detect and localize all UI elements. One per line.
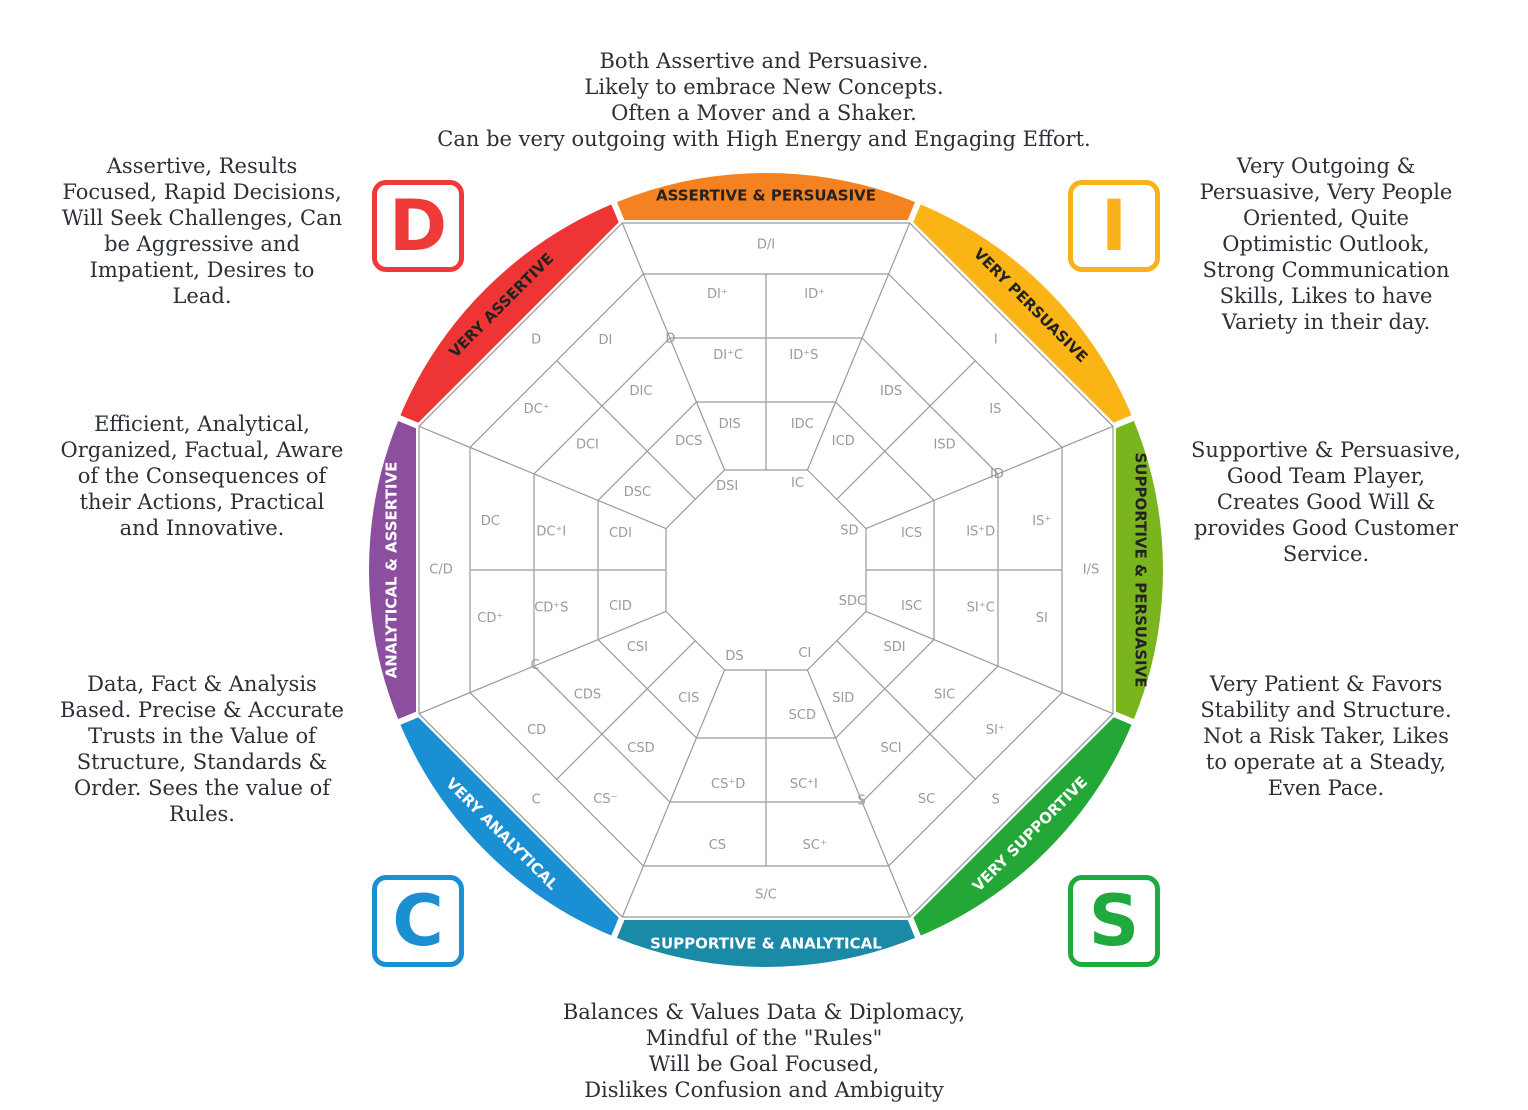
lower-right-description: Very Patient & Favors Stability and Stru…: [1200, 672, 1452, 800]
mid-spoke-line: [836, 360, 976, 500]
band-label: ASSERTIVE & PERSUASIVE: [656, 187, 876, 205]
cell-label: ID: [990, 467, 1004, 482]
cell-label: DCS: [675, 434, 702, 449]
cell-label: DSC: [624, 485, 651, 500]
cell-label: SCI: [880, 741, 901, 756]
cell-label-outer: S/C: [755, 888, 777, 903]
cell-label: IDC: [791, 417, 814, 432]
cell-label: IS⁺: [1032, 514, 1051, 529]
mid-left-description: Efficient, Analytical, Organized, Factua…: [60, 412, 344, 540]
cell-label: SC⁺I: [790, 777, 818, 792]
cell-label: DI⁺: [707, 287, 728, 302]
band-segment: [392, 196, 626, 430]
cell-label: DIS: [719, 417, 741, 432]
cell-label-outer: D: [531, 333, 541, 348]
spoke-line: [621, 222, 726, 471]
cell-label: ID⁺: [804, 287, 825, 302]
top-right-description: Very Outgoing & Persuasive, Very People …: [1199, 154, 1453, 334]
cell-label: CD⁺: [477, 611, 503, 626]
cell-label: DC⁺: [524, 402, 550, 417]
d-style-badge: D: [372, 180, 464, 272]
cell-label: C: [530, 658, 539, 673]
band-label: SUPPORTIVE & ANALYTICAL: [650, 934, 882, 952]
cell-label: IC: [791, 476, 804, 491]
wheel-cell-labels: D/I I I/S S S/C C C/D D DI⁺ IS⁺ SI⁺ SC⁺ CS⁻ CD⁺ DC⁺ ID⁺…: [429, 238, 1099, 903]
spoke-line: [418, 425, 667, 530]
mid-spoke-line: [836, 640, 976, 780]
top-description: Both Assertive and Persuasive. Likely to…: [437, 49, 1091, 151]
mid-spoke-line: [556, 640, 696, 780]
cell-label-outer: C/D: [429, 563, 452, 578]
cell-label: SI: [1036, 611, 1048, 626]
band-label: ANALYTICAL & ASSERTIVE: [383, 462, 401, 679]
cell-label: CD: [527, 723, 546, 738]
cell-label: ID⁺S: [789, 348, 818, 363]
d-letter: D: [388, 185, 448, 267]
cell-label: CS⁺D: [711, 777, 745, 792]
cell-label: SI⁺: [986, 723, 1005, 738]
cell-label: DIC: [629, 384, 652, 399]
cell-label: SDC: [839, 594, 866, 609]
cell-label: ISD: [934, 437, 956, 452]
bottom-description: Balances & Values Data & Diplomacy, Mind…: [562, 1000, 966, 1102]
spoke-line: [806, 669, 911, 918]
cell-label: DI: [598, 333, 612, 348]
cell-label-outer: S: [992, 792, 1000, 807]
cell-label: CSI: [627, 640, 648, 655]
cell-label: DSI: [716, 479, 738, 494]
cell-label: SDI: [884, 640, 906, 655]
cell-label: D: [665, 332, 675, 347]
cell-label: DS: [725, 649, 743, 664]
cell-label-outer: D/I: [757, 238, 775, 253]
cell-label: CDI: [609, 526, 632, 541]
cell-label-outer: I: [994, 333, 998, 348]
cell-label: ICD: [832, 434, 855, 449]
s-style-badge: S: [1068, 875, 1160, 967]
cell-label-outer: I/S: [1083, 563, 1099, 578]
cell-label: SI⁺C: [967, 600, 995, 615]
i-style-badge: I: [1068, 180, 1160, 272]
wheel-grid: [418, 222, 1114, 918]
s-letter: S: [1088, 880, 1140, 962]
cell-label: CSD: [627, 741, 654, 756]
cell-label: IS⁺D: [966, 525, 995, 540]
cell-label: ISC: [901, 599, 922, 614]
spoke-line: [865, 610, 1114, 715]
cell-label: DCI: [576, 437, 599, 452]
wheel-bands: [363, 167, 1169, 973]
cell-label: ICS: [901, 526, 922, 541]
band-label: SUPPORTIVE & PERSUASIVE: [1131, 453, 1149, 688]
spoke-line: [621, 669, 726, 918]
cell-label: SIC: [934, 688, 955, 703]
mid-spoke-line: [556, 360, 696, 500]
top-left-description: Assertive, Results Focused, Rapid Decisi…: [61, 154, 343, 308]
cell-label: DC⁺I: [536, 525, 566, 540]
cell-label: IS: [989, 402, 1001, 417]
lower-left-description: Data, Fact & Analysis Based. Precise & A…: [60, 672, 344, 826]
cell-label: SC⁺: [803, 838, 827, 853]
cell-label: IDS: [880, 384, 902, 399]
c-letter: C: [392, 880, 444, 962]
spoke-line: [418, 610, 667, 715]
cell-label: DC: [481, 514, 500, 529]
cell-label: CID: [609, 599, 632, 614]
cell-label: SID: [832, 691, 854, 706]
c-style-badge: C: [372, 875, 464, 967]
spoke-line: [865, 425, 1114, 530]
cell-label: S: [858, 793, 866, 808]
cell-label: CDS: [574, 688, 601, 703]
cell-label: SD: [840, 524, 858, 539]
spoke-line: [806, 222, 911, 471]
i-letter: I: [1100, 185, 1128, 267]
cell-label: DI⁺C: [713, 348, 743, 363]
cell-label: SC: [918, 792, 935, 807]
cell-label: CS⁻: [593, 792, 617, 807]
cell-label: CI: [798, 646, 811, 661]
cell-label: SCD: [789, 708, 816, 723]
mid-right-description: Supportive & Persuasive, Good Team Playe…: [1191, 438, 1461, 566]
cell-label: CIS: [678, 691, 699, 706]
cell-label: CD⁺S: [534, 600, 568, 615]
cell-label-outer: C: [532, 792, 541, 807]
cell-label: CS: [709, 838, 726, 853]
